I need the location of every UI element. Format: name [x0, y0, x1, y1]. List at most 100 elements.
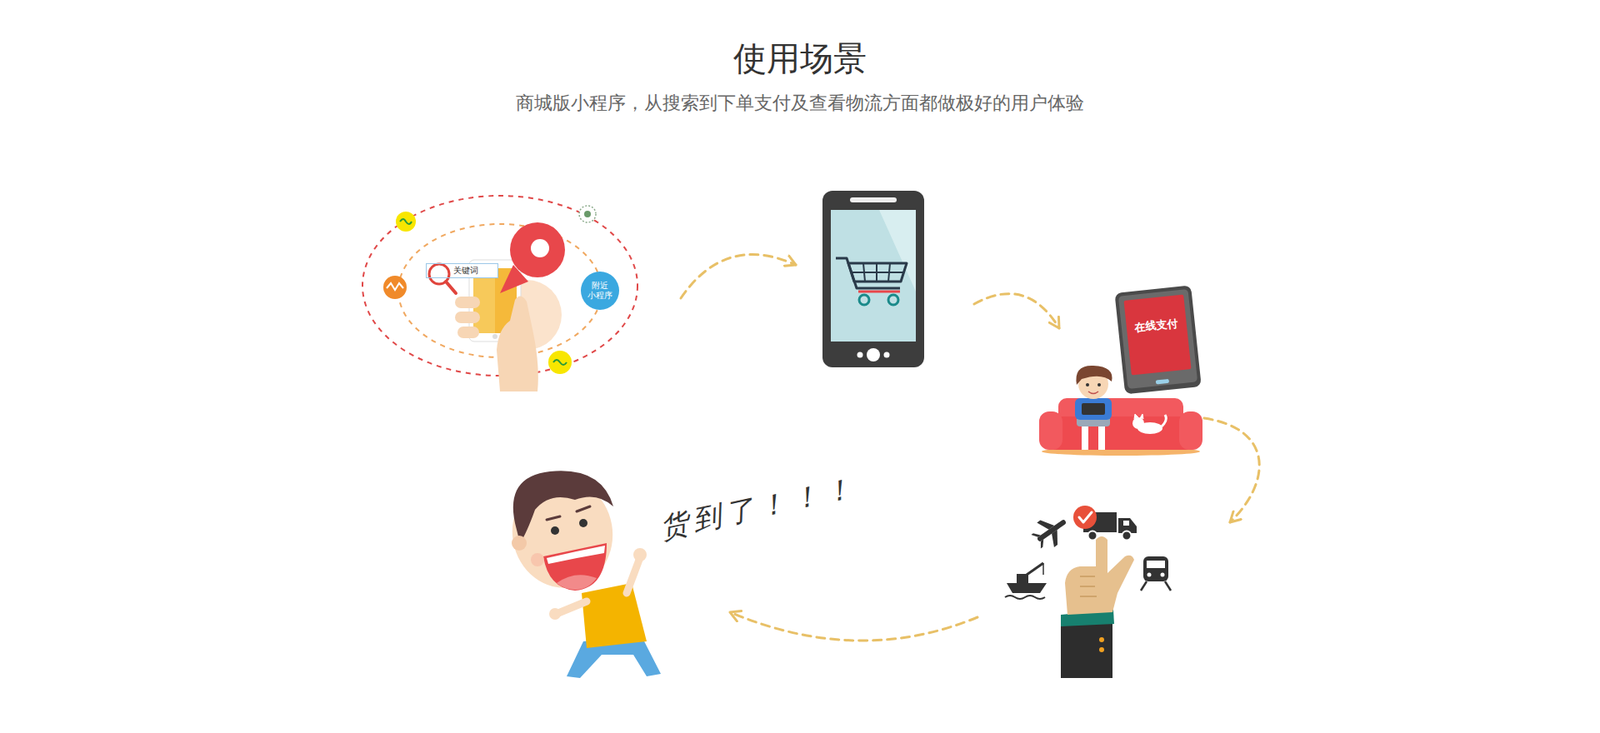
phone-cart-part	[851, 271, 905, 274]
search-scene-part	[445, 281, 456, 294]
search-scene	[362, 195, 638, 392]
logistics-scene-part	[1160, 573, 1165, 578]
logistics-scene-part	[1099, 647, 1105, 653]
happy-customer-part	[579, 519, 588, 528]
phone-cart-part	[830, 210, 916, 342]
phone-cart-part	[859, 295, 870, 305]
sofa-scene-part-part	[1115, 285, 1202, 395]
search-scene-part	[530, 239, 550, 258]
sofa-scene-part	[1097, 383, 1101, 387]
logistics-scene-part	[1016, 574, 1029, 584]
happy-customer-part	[530, 553, 545, 567]
search-scene-part	[548, 350, 572, 375]
logistics-scene-part	[1065, 536, 1135, 615]
sofa-scene-part	[1081, 403, 1105, 415]
sofa-scene-part	[1134, 414, 1144, 420]
happy-customer-part	[549, 608, 561, 620]
logistics-scene-part-part	[1036, 515, 1055, 534]
logistics-scene-part	[1006, 583, 1047, 594]
subtitle-text: 商城版小程序，从搜索到下单支付及查看物流方面都做极好的用户体验	[0, 91, 1600, 115]
search-scene-part	[457, 326, 480, 339]
logistics-scene-part	[1088, 531, 1098, 541]
flow-arrows-part	[974, 294, 1060, 329]
search-box: 关键词	[425, 263, 499, 279]
logistics-scene-part-part	[1030, 530, 1040, 540]
logistics-scene-part	[1042, 563, 1045, 575]
node-text: 关键词	[453, 265, 479, 276]
search-scene-part	[395, 211, 416, 232]
happy-customer	[503, 470, 661, 679]
flow-arrows-part	[730, 612, 978, 641]
sofa-scene-part	[1161, 415, 1166, 427]
search-scene-part	[400, 219, 412, 225]
happy-customer-part	[511, 535, 527, 551]
phone-cart-part	[884, 352, 890, 359]
logistics-scene-part	[1073, 505, 1097, 530]
nearby-badge: 附近 小程序	[580, 271, 620, 310]
search-scene-part	[496, 295, 539, 392]
search-scene-part	[492, 334, 498, 340]
logistics-scene-part	[1146, 560, 1165, 569]
search-scene-part	[455, 296, 480, 309]
sofa-scene-part	[1088, 391, 1099, 395]
happy-customer-part	[550, 526, 560, 535]
happy-customer-part	[626, 560, 640, 594]
sofa-scene-part-part	[1155, 379, 1170, 385]
phone-cart-part	[857, 352, 864, 359]
happy-customer-part	[546, 545, 605, 565]
sofa-scene-part	[1115, 285, 1202, 395]
flow-arrows	[680, 255, 1260, 642]
logistics-scene-part	[1122, 531, 1132, 541]
sofa-scene-part	[1045, 416, 1196, 450]
sofa-scene-part	[1039, 411, 1063, 450]
logistics-scene-part	[1099, 637, 1105, 643]
search-scene-part	[383, 275, 407, 300]
logistics-scene-part	[1147, 573, 1152, 578]
happy-customer-part	[503, 470, 621, 597]
logistics-scene-part	[1027, 509, 1075, 555]
node-text: 在线支付	[1134, 316, 1179, 335]
logistics-scene-part	[1140, 581, 1147, 591]
logistics-scene-part	[1005, 595, 1045, 600]
happy-customer-part	[556, 575, 597, 590]
search-scene-part	[386, 283, 404, 290]
happy-customer-part	[558, 601, 587, 614]
search-scene-part	[584, 210, 591, 218]
flow-arrows-part	[1204, 418, 1260, 523]
phone-cart-part	[858, 290, 900, 294]
logistics-scene	[1005, 505, 1171, 679]
search-scene-part	[553, 360, 567, 365]
happy-customer-part	[546, 506, 590, 520]
sofa-scene-part	[1098, 423, 1105, 450]
phone-cart-part	[822, 190, 925, 368]
phone-cart	[822, 190, 925, 368]
node-text: 附近 小程序	[585, 280, 615, 301]
sofa-scene-part	[1075, 365, 1112, 385]
happy-customer-part	[513, 470, 614, 544]
logistics-scene-part	[1143, 556, 1169, 582]
logistics-scene-part	[1123, 520, 1130, 526]
logistics-scene-part	[1080, 576, 1097, 597]
exclaim-text: 货到了！！！	[656, 470, 860, 547]
flow-arrows-part	[680, 255, 796, 299]
logistics-scene-part	[1165, 581, 1171, 591]
search-scene-part	[455, 311, 480, 324]
phone-cart-part	[848, 263, 907, 282]
logistics-scene-part	[1079, 512, 1092, 523]
sofa-scene-part	[1085, 383, 1090, 387]
logistics-scene-part	[1026, 563, 1044, 575]
happy-customer-part	[633, 548, 647, 562]
search-scene-part	[510, 222, 565, 278]
phone-cart-part	[866, 348, 880, 362]
page-title: 使用场景	[0, 38, 1600, 79]
logistics-scene-part-part	[1046, 530, 1065, 548]
sofa-scene-part	[1179, 411, 1203, 450]
sofa-scene	[1039, 285, 1203, 456]
phone-cart-part	[850, 197, 897, 203]
happy-customer-part	[581, 583, 647, 649]
sofa-scene-part	[1075, 398, 1112, 420]
search-scene-part	[579, 205, 596, 223]
logistics-scene-part-part	[1037, 539, 1047, 549]
sofa-scene-part	[1081, 423, 1089, 450]
